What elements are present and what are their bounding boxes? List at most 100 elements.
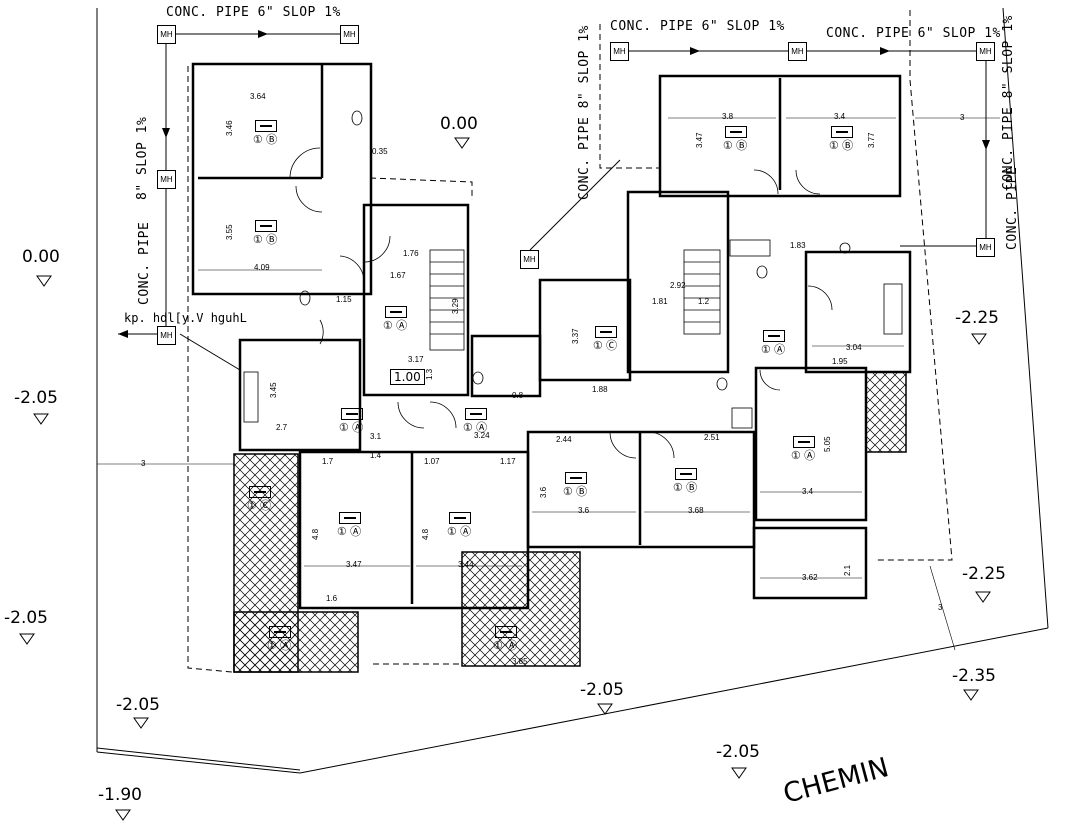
dim-label: 1.4: [370, 451, 382, 460]
pipe-label-left-a: 8" SLOP 1%: [135, 116, 150, 200]
dim-label: 0.35: [372, 147, 388, 156]
level-bottom-left: -2.05: [116, 695, 160, 715]
dim-label: 1.17: [500, 457, 516, 466]
room-tag-17: ① Ⓐ: [458, 408, 492, 434]
dim-label: 2.92: [670, 281, 686, 290]
dim-label: 3.6: [539, 486, 548, 498]
dim-label: 3.44: [458, 560, 474, 569]
room-tag-10: ① Ⓑ: [558, 472, 592, 498]
dim-label: 3: [960, 113, 965, 122]
manhole-6: MH: [610, 42, 629, 61]
dim-label: 1.2: [698, 297, 710, 306]
dim-label: 4.09: [254, 263, 270, 272]
level-inner-box: 1.00: [390, 369, 425, 385]
room-tag-15: ① Ⓐ: [488, 626, 522, 652]
dim-label: 3.24: [474, 431, 490, 440]
dim-label: 2.44: [556, 435, 572, 444]
manhole-8: MH: [976, 42, 995, 61]
dim-label: 1.3: [425, 368, 434, 380]
dim-label: 3: [938, 603, 943, 612]
dim-label: 3: [141, 459, 146, 468]
room-tag-8: ① Ⓐ: [332, 512, 366, 538]
room-tag-12: ① Ⓐ: [786, 436, 820, 462]
room-tag-5: ① Ⓑ: [718, 126, 752, 152]
manhole-1: MH: [157, 25, 176, 44]
room-tag-13: ① Ⓒ: [242, 486, 276, 512]
terraces: [233, 371, 907, 673]
dim-label: 0.8: [512, 391, 524, 400]
manhole-4: MH: [157, 326, 176, 345]
dim-label: 3.37: [571, 328, 580, 344]
pipe-lines: [118, 33, 987, 371]
level-bottom-mid: -2.05: [716, 742, 760, 762]
level-left-a: -2.05: [14, 388, 58, 408]
walls: [191, 62, 912, 610]
dim-label: 1.81: [652, 297, 668, 306]
dim-label: 3.77: [867, 132, 876, 148]
dim-label: 1.88: [592, 385, 608, 394]
dim-label: 3.47: [695, 132, 704, 148]
pipe-label-top-left: CONC. PIPE 6" SLOP 1%: [166, 5, 341, 20]
stairs: [429, 249, 721, 351]
level-left-top: 0.00: [22, 247, 60, 267]
pipe-label-left-b: CONC. PIPE: [137, 221, 152, 305]
dim-label: 1.7: [322, 457, 334, 466]
dim-label: 3.47: [346, 560, 362, 569]
level-right-b: -2.25: [962, 564, 1006, 584]
dim-label: 3.62: [802, 573, 818, 582]
level-markers: [19, 137, 991, 821]
room-tag-7: ① Ⓐ: [756, 330, 790, 356]
site-boundary: [96, 7, 1049, 774]
dimension-lines: [97, 117, 1000, 651]
pipe-annotation: kp. hdl[y.V hguhL: [124, 311, 247, 325]
dim-label: 3.6: [578, 506, 590, 515]
dim-label: 3.4: [802, 487, 814, 496]
room-tag-16: ① Ⓐ: [334, 408, 368, 434]
manhole-2: MH: [340, 25, 359, 44]
dim-label: 1.95: [832, 357, 848, 366]
dim-label: 1.07: [424, 457, 440, 466]
level-bottom-far-left: -1.90: [98, 785, 142, 805]
dim-label: 3.68: [688, 506, 704, 515]
pipe-label-top-right: CONC. PIPE 6" SLOP 1%: [826, 26, 1001, 41]
manhole-9: MH: [976, 238, 995, 257]
level-bottom-center: -2.05: [580, 680, 624, 700]
dim-label: 2.7: [276, 423, 288, 432]
room-tag-4: ① Ⓒ: [588, 326, 622, 352]
dim-label: 4.8: [421, 528, 430, 540]
dim-label: 3.29: [451, 298, 460, 314]
setback-dashed: [187, 10, 953, 673]
dim-label: 1.6: [326, 594, 338, 603]
dim-label: 1.83: [790, 241, 806, 250]
dim-label: 3.17: [408, 355, 424, 364]
manhole-7: MH: [788, 42, 807, 61]
room-tag-11: ① Ⓑ: [668, 468, 702, 494]
pipe-label-right-a: CONC. PIPE 8" SLOP 1%: [1001, 15, 1016, 190]
dim-label: 3.85: [512, 657, 528, 666]
dim-label: 3.8: [722, 112, 734, 121]
dim-label: 5.05: [823, 436, 832, 452]
dim-label: 3.46: [225, 120, 234, 136]
pipe-label-top-mid: CONC. PIPE 6" SLOP 1%: [610, 19, 785, 34]
pipe-label-right-b: CONC. PIPE: [1005, 166, 1020, 250]
room-tag-1: ① Ⓑ: [248, 120, 282, 146]
room-tag-2: ① Ⓑ: [248, 220, 282, 246]
door-swings: [289, 147, 833, 459]
room-tag-9: ① Ⓐ: [442, 512, 476, 538]
dim-label: 2.51: [704, 433, 720, 442]
room-tag-6: ① Ⓑ: [824, 126, 858, 152]
pipe-arrows: [118, 30, 990, 338]
dim-label: 3.55: [225, 224, 234, 240]
fixtures: [243, 110, 903, 429]
room-tag-14: ① Ⓐ: [262, 626, 296, 652]
level-right-a: -2.25: [955, 308, 999, 328]
dim-label: 3.4: [834, 112, 846, 121]
dim-label: 3.45: [269, 382, 278, 398]
dim-label: 3.1: [370, 432, 382, 441]
room-tag-3: ① Ⓐ: [378, 306, 412, 332]
dim-label: 1.15: [336, 295, 352, 304]
manhole-5: MH: [520, 250, 539, 269]
dim-label: 1.76: [403, 249, 419, 258]
level-right-c: -2.35: [952, 666, 996, 686]
